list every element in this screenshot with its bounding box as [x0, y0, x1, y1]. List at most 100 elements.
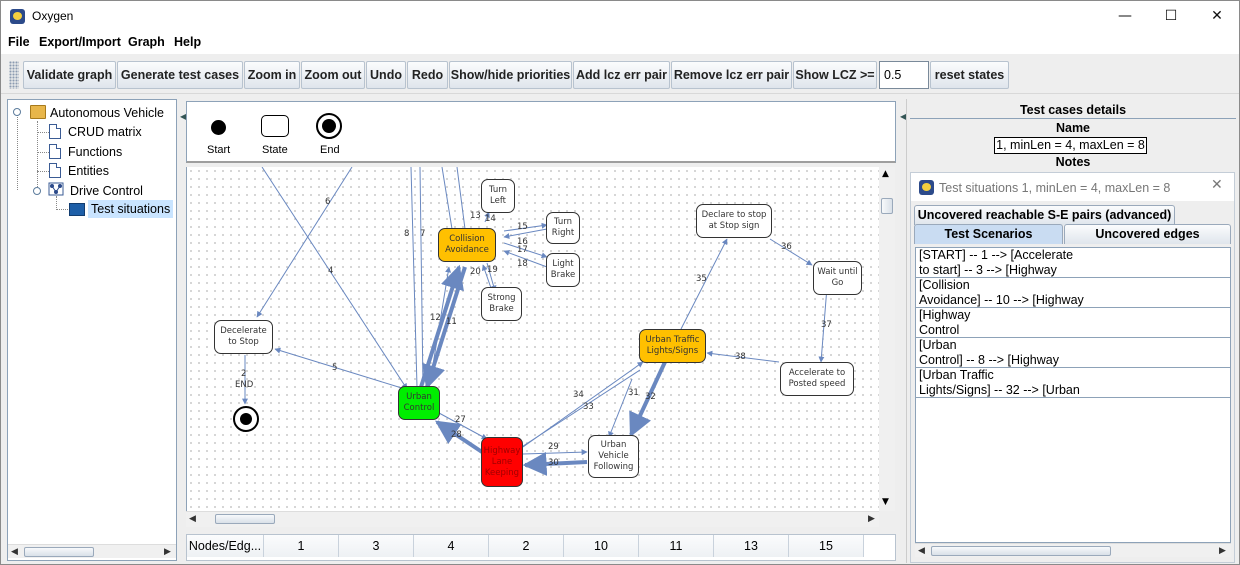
tree-horizontal-scrollbar[interactable]: ◀ ▶: [8, 544, 176, 558]
tree-expand-handle-root[interactable]: [13, 108, 21, 116]
splitter-collapse-icon[interactable]: ◀: [180, 112, 187, 121]
table-cell[interactable]: 15: [789, 535, 864, 557]
document-icon: [49, 163, 61, 178]
zoom-out-button[interactable]: Zoom out: [301, 61, 365, 89]
splitter-collapse-icon[interactable]: ◀: [900, 112, 907, 121]
edge-label: 5: [332, 363, 338, 373]
table-cell[interactable]: 2: [489, 535, 564, 557]
edge-label: 31: [628, 388, 639, 398]
end-node-tool[interactable]: [316, 113, 342, 139]
tree-item-drive-control[interactable]: Drive Control: [70, 184, 143, 198]
toolbar: Validate graph Generate test cases Zoom …: [1, 56, 1239, 94]
lcz-threshold-input[interactable]: 0.5: [879, 61, 929, 89]
tab-uncovered-edges[interactable]: Uncovered edges: [1064, 224, 1231, 244]
table-cell[interactable]: 4: [414, 535, 489, 557]
remove-lcz-err-pair-button[interactable]: Remove lcz err pair: [671, 61, 792, 89]
tree-expand-handle-drive-control[interactable]: [33, 187, 41, 195]
edge-label: 14: [485, 214, 496, 224]
tree-item-crud-matrix[interactable]: CRUD matrix: [68, 125, 142, 139]
edge-label: 33: [583, 402, 594, 412]
test-situations-window: Test situations 1, minLen = 4, maxLen = …: [910, 172, 1235, 563]
table-cell[interactable]: 1: [264, 535, 339, 557]
close-button[interactable]: ✕: [1211, 8, 1223, 24]
edge-label: 19: [487, 265, 498, 275]
details-header: Test cases details: [1019, 103, 1127, 117]
edge-label: 27: [455, 415, 466, 425]
edge-label: 8: [404, 229, 410, 239]
tab-uncovered-reachable-pairs[interactable]: Uncovered reachable S-E pairs (advanced): [914, 205, 1175, 225]
tree-item-entities[interactable]: Entities: [68, 164, 109, 178]
graph-network-icon: [48, 182, 64, 196]
title-bar: Oxygen — ☐ ✕: [1, 1, 1239, 32]
menu-export-import[interactable]: Export/Import: [39, 35, 121, 49]
undo-button[interactable]: Undo: [366, 61, 406, 89]
window-title: Oxygen: [32, 9, 74, 23]
edge-label: 11: [446, 317, 457, 327]
tree-item-autonomous-vehicle[interactable]: Autonomous Vehicle: [50, 106, 164, 120]
tree-item-test-situations[interactable]: Test situations: [88, 200, 174, 218]
edge-label: 38: [735, 352, 746, 362]
edge-label: 37: [821, 320, 832, 330]
start-node-tool[interactable]: [211, 120, 226, 135]
edge-label: 30: [548, 458, 559, 468]
tab-test-scenarios[interactable]: Test Scenarios: [914, 224, 1063, 244]
redo-button[interactable]: Redo: [407, 61, 448, 89]
edge-label: 36: [781, 242, 792, 252]
state-tool-label: State: [262, 144, 288, 156]
generate-test-cases-button[interactable]: Generate test cases: [117, 61, 243, 89]
menu-file[interactable]: File: [8, 35, 30, 49]
reset-states-button[interactable]: reset states: [930, 61, 1009, 89]
end-node[interactable]: [233, 406, 259, 432]
graph-edges: [242, 167, 828, 476]
edge-label: 28: [451, 430, 462, 440]
canvas-horizontal-scrollbar[interactable]: ◀ ▶: [186, 511, 879, 527]
test-case-details-panel: Test cases details Name 1, minLen = 4, m…: [906, 99, 1238, 563]
validate-graph-button[interactable]: Validate graph: [23, 61, 116, 89]
maximize-button[interactable]: ☐: [1164, 8, 1178, 24]
table-cell[interactable]: 11: [639, 535, 714, 557]
edge-label: 12: [430, 313, 441, 323]
zoom-in-button[interactable]: Zoom in: [244, 61, 300, 89]
table-cell[interactable]: 10: [564, 535, 639, 557]
inner-window-title: Test situations 1, minLen = 4, maxLen = …: [939, 181, 1171, 195]
minimize-button[interactable]: —: [1118, 8, 1132, 24]
start-tool-label: Start: [207, 144, 231, 156]
table-cell[interactable]: 13: [714, 535, 789, 557]
end-tool-label: End: [320, 144, 340, 156]
edge-label: 15: [517, 222, 528, 232]
menu-help[interactable]: Help: [174, 35, 202, 49]
edge-label: 29: [548, 442, 559, 452]
tree-item-functions[interactable]: Functions: [68, 145, 123, 159]
menu-graph[interactable]: Graph: [128, 35, 165, 49]
folder-icon: [30, 105, 46, 119]
inner-close-icon[interactable]: ✕: [1211, 177, 1223, 193]
scenarios-horizontal-scrollbar[interactable]: ◀ ▶: [915, 543, 1231, 557]
show-lcz-button[interactable]: Show LCZ >=: [793, 61, 877, 89]
table-cell[interactable]: 3: [339, 535, 414, 557]
show-hide-priorities-button[interactable]: Show/hide priorities: [449, 61, 572, 89]
add-lcz-err-pair-button[interactable]: Add lcz err pair: [573, 61, 670, 89]
canvas-vertical-scrollbar[interactable]: ▲ ▼: [879, 167, 895, 511]
document-icon: [49, 124, 61, 139]
toolbar-grip-handle[interactable]: [9, 61, 19, 89]
state-node-tool[interactable]: [261, 115, 289, 137]
